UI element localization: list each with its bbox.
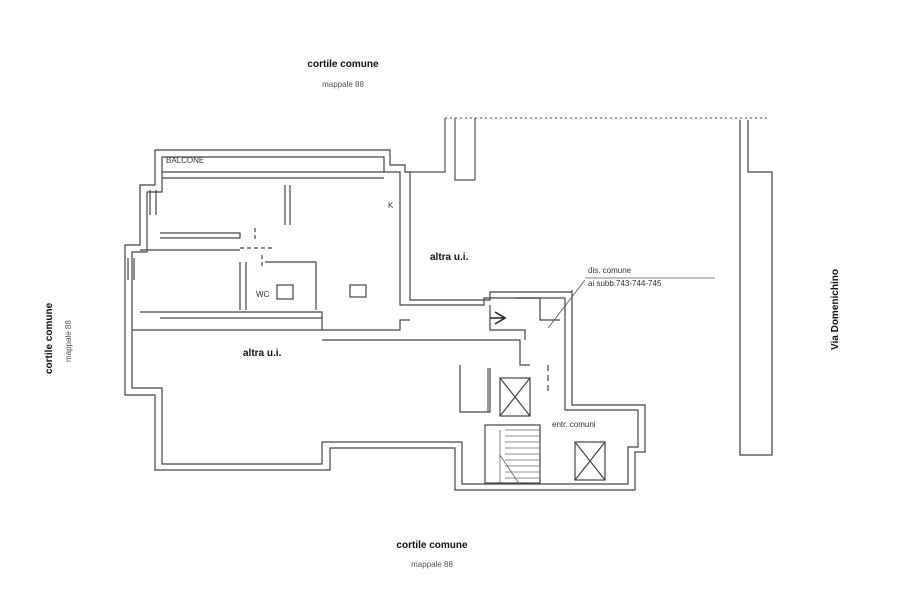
balcone-label: BALCONE (166, 156, 205, 165)
dis-comune-label: dis. comune (588, 266, 632, 275)
entry-arrow (490, 311, 507, 325)
courtyard-bottom-sub: mappale 88 (411, 560, 453, 569)
altra-ui-upper-label: altra u.i. (430, 252, 469, 263)
street-label: Via Domenichino (830, 269, 841, 350)
altra-ui-lower-label: altra u.i. (243, 348, 282, 359)
elevator-2 (574, 441, 606, 481)
wc-fixture (276, 284, 294, 300)
dis-comune-subb-label: ai subb.743-744-745 (588, 279, 662, 288)
partition (160, 232, 241, 239)
courtyard-top-sub: mappale 88 (322, 80, 364, 89)
entrance-label: entr. comuni (552, 420, 596, 429)
elevator-1 (499, 377, 531, 417)
courtyard-notch (405, 118, 476, 181)
courtyard-bottom-title: cortile comune (396, 540, 468, 551)
outer-wall-inner (131, 156, 639, 485)
courtyard-top-title: cortile comune (307, 59, 379, 70)
outer-wall (124, 149, 646, 491)
kitchen-label: K (388, 201, 394, 210)
courtyard-left-sub: mappale 88 (64, 320, 73, 362)
right-building (739, 120, 773, 456)
sink (349, 284, 367, 298)
wc-label: WC (256, 290, 270, 299)
courtyard-left-title: cortile comune (44, 302, 55, 374)
